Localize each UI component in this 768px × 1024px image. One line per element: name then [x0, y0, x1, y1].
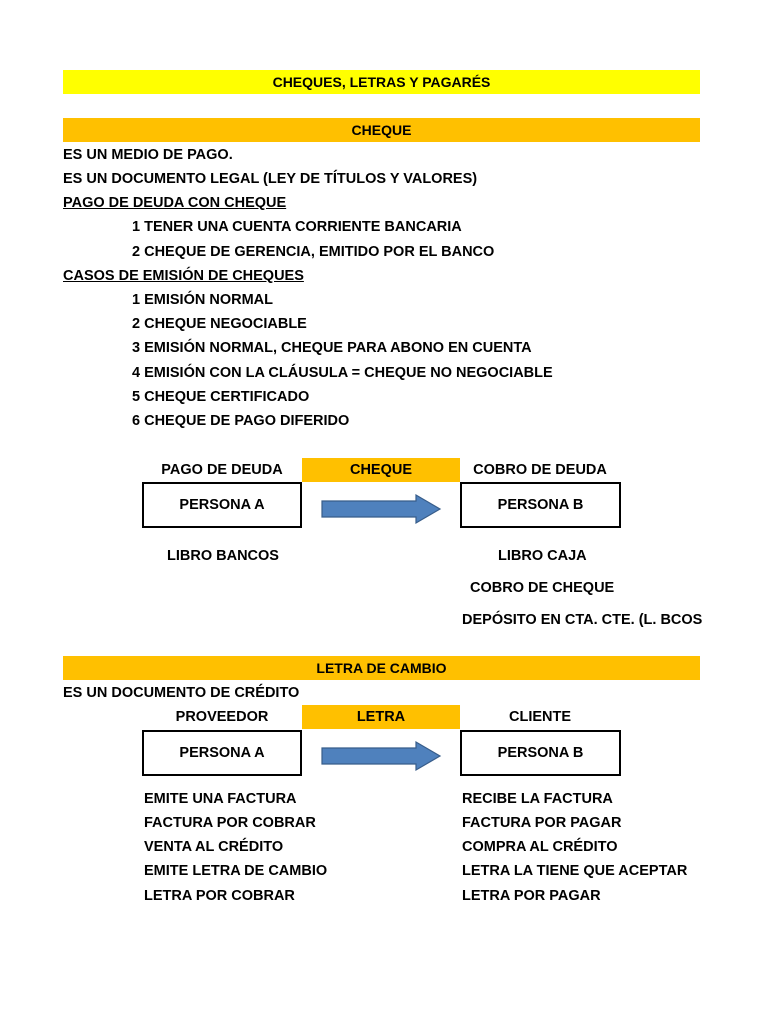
cheque-right-note: LIBRO CAJA [498, 548, 587, 564]
casos-item: 6 CHEQUE DE PAGO DIFERIDO [132, 411, 349, 431]
casos-item-number: 4 [132, 365, 141, 381]
letra-left-note: VENTA AL CRÉDITO [144, 839, 284, 855]
section-header-letra: LETRA DE CAMBIO [63, 656, 700, 680]
letra-left-note: EMITE LETRA DE CAMBIO [144, 863, 328, 879]
cheque-right-note: DEPÓSITO EN CTA. CTE. (L. BCOS. [462, 612, 702, 628]
cheque-diagram-right-label: COBRO DE DEUDA [473, 462, 607, 478]
pago-item: 1 TENER UNA CUENTA CORRIENTE BANCARIA [132, 217, 462, 237]
casos-item-number: 3 [132, 340, 141, 356]
letra-diagram-left-label: PROVEEDOR [175, 709, 269, 725]
letra-persona-a-box: PERSONA A [142, 730, 302, 776]
casos-item-number: 6 [132, 413, 141, 429]
cheque-flow-arrow-icon [321, 493, 442, 525]
pago-item-number: 2 [132, 244, 141, 260]
letra-right-note: FACTURA POR PAGAR [462, 815, 622, 831]
letra-left-note: LETRA POR COBRAR [144, 888, 295, 904]
cheque-line-1: ES UN MEDIO DE PAGO. [63, 147, 233, 163]
casos-item: 2 CHEQUE NEGOCIABLE [132, 314, 307, 334]
letra-right-note: LETRA LA TIENE QUE ACEPTAR [462, 863, 688, 879]
cheque-diagram-left-label: PAGO DE DEUDA [161, 462, 283, 478]
casos-item-text: CHEQUE CERTIFICADO [144, 389, 310, 405]
cheque-persona-a-box: PERSONA A [142, 482, 302, 528]
pago-item-text: TENER UNA CUENTA CORRIENTE BANCARIA [144, 219, 462, 235]
pago-heading: PAGO DE DEUDA CON CHEQUE [63, 195, 287, 211]
section-header-cheque: CHEQUE [63, 118, 700, 142]
casos-heading: CASOS DE EMISIÓN DE CHEQUES [63, 268, 304, 284]
casos-item: 1 EMISIÓN NORMAL [132, 290, 273, 310]
letra-persona-b-box: PERSONA B [460, 730, 621, 776]
cheque-right-note: COBRO DE CHEQUE [470, 580, 615, 596]
casos-item: 4 EMISIÓN CON LA CLÁUSULA = CHEQUE NO NE… [132, 363, 553, 383]
letra-left-note: EMITE UNA FACTURA [144, 791, 297, 807]
cheque-line-2: ES UN DOCUMENTO LEGAL (LEY DE TÍTULOS Y … [63, 171, 478, 187]
pago-item: 2 CHEQUE DE GERENCIA, EMITIDO POR EL BAN… [132, 242, 494, 262]
cheque-persona-b-box: PERSONA B [460, 482, 621, 528]
casos-item-number: 5 [132, 389, 141, 405]
casos-item-number: 1 [132, 292, 141, 308]
casos-item-text: EMISIÓN NORMAL, CHEQUE PARA ABONO EN CUE… [144, 340, 532, 356]
document-title: CHEQUES, LETRAS Y PAGARÉS [63, 70, 700, 94]
letra-flow-arrow-icon [321, 740, 442, 772]
casos-item: 3 EMISIÓN NORMAL, CHEQUE PARA ABONO EN C… [132, 338, 532, 358]
letra-diagram-mid-label: LETRA [302, 705, 460, 729]
pago-item-number: 1 [132, 219, 141, 235]
casos-item-number: 2 [132, 316, 141, 332]
pago-item-text: CHEQUE DE GERENCIA, EMITIDO POR EL BANCO [144, 244, 495, 260]
casos-item-text: EMISIÓN CON LA CLÁUSULA = CHEQUE NO NEGO… [144, 365, 553, 381]
letra-diagram-right-label: CLIENTE [508, 709, 572, 725]
letra-right-note: COMPRA AL CRÉDITO [462, 839, 618, 855]
casos-item-text: EMISIÓN NORMAL [144, 292, 273, 308]
casos-item-text: CHEQUE DE PAGO DIFERIDO [144, 413, 350, 429]
casos-item-text: CHEQUE NEGOCIABLE [144, 316, 307, 332]
letra-line: ES UN DOCUMENTO DE CRÉDITO [63, 685, 300, 701]
letra-right-note: LETRA POR PAGAR [462, 888, 601, 904]
cheque-diagram-mid-label: CHEQUE [302, 458, 460, 482]
letra-right-note: RECIBE LA FACTURA [462, 791, 613, 807]
letra-left-note: FACTURA POR COBRAR [144, 815, 316, 831]
casos-item: 5 CHEQUE CERTIFICADO [132, 387, 309, 407]
cheque-left-note: LIBRO BANCOS [167, 548, 279, 564]
